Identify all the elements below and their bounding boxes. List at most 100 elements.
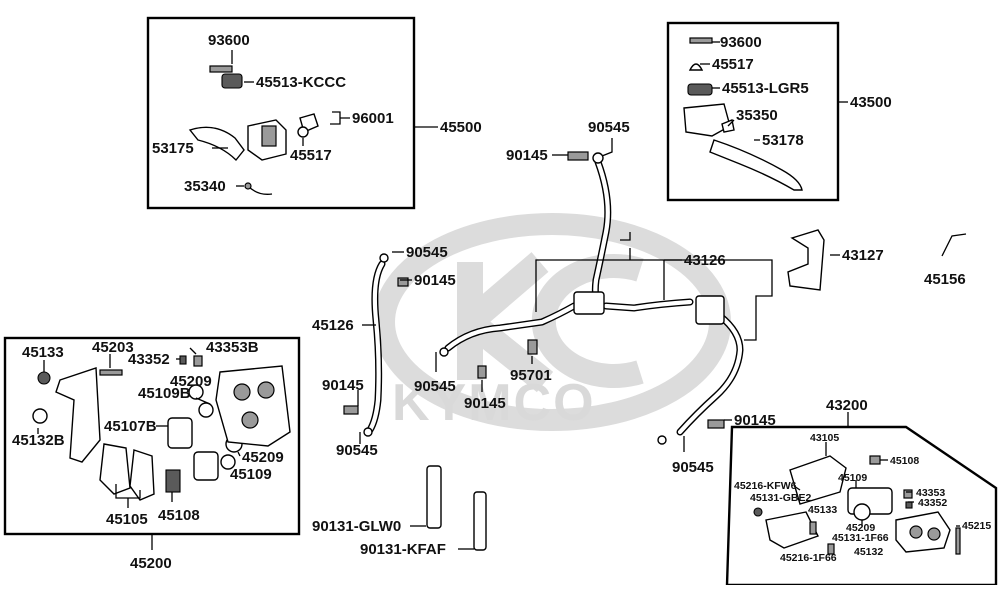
screw-93600-right [689, 37, 713, 44]
hose-banjo-lower-left [363, 427, 373, 437]
label-45108: 45108 [158, 507, 200, 524]
label-93600-left: 93600 [208, 32, 250, 49]
bolt-90145-center [477, 365, 487, 379]
label-s45132: 45132 [854, 546, 883, 558]
master-cylinder-body-right [683, 103, 731, 137]
spring-45108 [165, 469, 181, 493]
label-93600-right: 93600 [720, 34, 762, 51]
seal-45109 [220, 454, 236, 470]
bolt-s45216-kfw6 [753, 507, 763, 517]
seal-45109b [198, 402, 214, 418]
pin-45203 [99, 369, 123, 376]
label-43127: 43127 [842, 247, 884, 264]
bleeder-43353b [193, 355, 203, 367]
label-45517-right: 45517 [712, 56, 754, 73]
label-43353b: 43353B [206, 339, 259, 356]
switch-35340 [247, 185, 273, 195]
bolt-90145-top [567, 151, 589, 161]
label-45156: 45156 [924, 271, 966, 288]
label-45109: 45109 [230, 466, 272, 483]
label-90545-center: 90545 [414, 378, 456, 395]
cylinder-reservoir-left [261, 125, 277, 147]
label-90145-mid: 90145 [414, 272, 456, 289]
caliper-body-right [895, 511, 951, 553]
leader-lines [37, 41, 960, 550]
cap-43352 [179, 355, 187, 365]
sensor-45156 [941, 233, 967, 257]
label-43200: 43200 [826, 397, 868, 414]
label-45200: 45200 [130, 555, 172, 572]
caliper-body-left [215, 365, 291, 447]
label-90545-left: 90545 [336, 442, 378, 459]
label-45517-left: 45517 [290, 147, 332, 164]
boot-45132b [32, 408, 48, 424]
cap-s43352 [905, 501, 913, 509]
label-s43353: 43353 [916, 487, 945, 499]
brake-hoses-drawing [363, 152, 744, 445]
caliper-right-drawing [753, 455, 961, 555]
caliper-left-drawing [32, 355, 291, 501]
bolt-90145-right [707, 419, 725, 429]
label-45209-bottom: 45209 [242, 449, 284, 466]
piston-lower [193, 451, 219, 481]
bolt-95701 [527, 339, 538, 355]
bolt-90131-glw0 [426, 465, 442, 529]
hose-banjo-top [592, 152, 604, 164]
label-45513-kccc: 45513-KCCC [256, 74, 346, 91]
brake-pad-outer [129, 449, 155, 501]
label-45107b: 45107B [104, 418, 157, 435]
label-35340: 35340 [184, 178, 226, 195]
boot-s45132 [827, 543, 835, 555]
label-45126: 45126 [312, 317, 354, 334]
bolt-90145-left [343, 405, 359, 415]
caliper-bracket [55, 367, 101, 463]
diaphragm-45513-kccc [221, 73, 243, 89]
pin-s45215 [955, 527, 961, 555]
caliper-holder-43105 [789, 455, 847, 505]
part-labels: 93600 45513-KCCC 96001 45500 53175 45517… [12, 32, 991, 572]
cap-45517-left [297, 126, 309, 138]
label-53178: 53178 [762, 132, 804, 149]
label-s45209: 45209 [846, 522, 875, 534]
label-43105: 43105 [810, 432, 839, 444]
label-90131-glw0: 90131-GLW0 [312, 518, 401, 535]
label-45216-kfw6: 45216-KFW6 [734, 480, 797, 492]
brake-lever-53175 [188, 126, 245, 162]
bracket-s45131-1f66 [765, 511, 819, 549]
master-cylinder-left-drawing [188, 65, 319, 195]
bolt-90131-kfaf [473, 491, 487, 551]
bracket-43127 [787, 229, 825, 291]
label-45105: 45105 [106, 511, 148, 528]
label-s45133: 45133 [808, 504, 837, 516]
cap-45517-right [688, 63, 704, 71]
group-box-43500 [666, 21, 840, 202]
brake-lever-53178 [709, 139, 803, 191]
label-45203: 45203 [92, 339, 134, 356]
bleeder-s43353 [903, 489, 913, 499]
label-45500: 45500 [440, 119, 482, 136]
screw-93600-left [209, 65, 233, 73]
label-43500: 43500 [850, 94, 892, 111]
master-cylinder-right-drawing [683, 37, 803, 191]
label-90145-right: 90145 [734, 412, 776, 429]
brake-pad-inner [99, 443, 131, 495]
label-45216-1f66: 45216-1F66 [780, 552, 837, 564]
group-box-43200 [725, 425, 998, 587]
label-45109b: 45109B [138, 385, 191, 402]
hose-banjo-upper-left [379, 253, 389, 263]
label-45209-top: 45209 [170, 373, 212, 390]
pin-s45133 [809, 521, 817, 535]
label-53175: 53175 [152, 140, 194, 157]
group-box-45500 [146, 16, 416, 210]
hose-banjo-lower-right [657, 435, 667, 445]
small-parts-drawing [343, 151, 967, 551]
hose-banjo-left [439, 347, 449, 357]
label-90545-top: 90545 [588, 119, 630, 136]
label-90131-kfaf: 90131-KFAF [360, 541, 446, 558]
label-95701: 95701 [510, 367, 552, 384]
label-45513-lgr5: 45513-LGR5 [722, 80, 809, 97]
label-45132b: 45132B [12, 432, 65, 449]
bolt-90145-mid [397, 277, 409, 287]
